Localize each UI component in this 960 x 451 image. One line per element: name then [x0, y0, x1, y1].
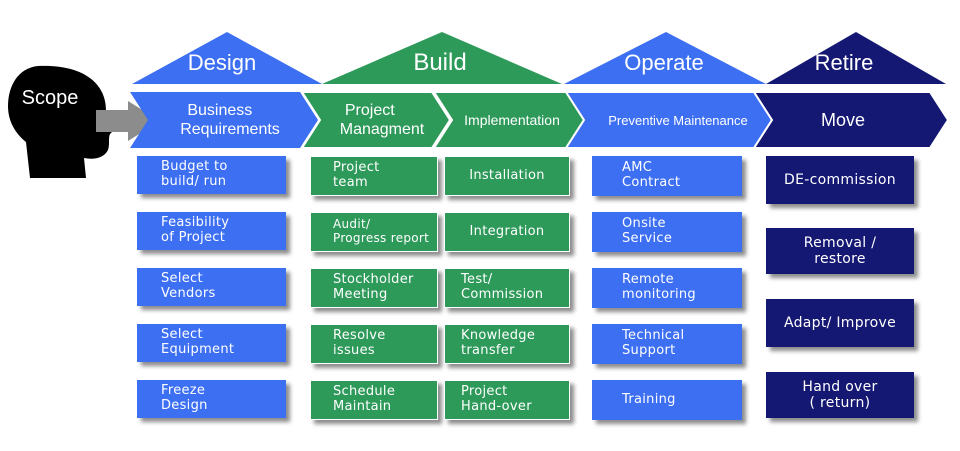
operate-item-5: Training: [592, 380, 742, 420]
stage-chevron-project-managment: [300, 91, 452, 149]
retire-item-3: Adapt/ Improve: [766, 299, 914, 347]
phase-roof-design: [132, 32, 322, 84]
design-item-2: Feasibility of Project: [137, 212, 286, 250]
implementation-item-5: Project Hand-over: [444, 380, 570, 420]
design-item-5: Freeze Design: [137, 380, 286, 418]
stage-chevron-move: [752, 91, 950, 149]
project-item-4: Resolve issues: [310, 324, 438, 364]
stage-label-business-line2: Requirements: [180, 121, 280, 138]
stage-chevron-business-requirements: [130, 92, 318, 148]
stage-label-project-managment: Project Managment: [340, 102, 425, 138]
phase-roof-retire: [766, 32, 946, 84]
design-item-3: Select Vendors: [137, 268, 286, 306]
retire-item-1: DE-commission: [766, 156, 914, 204]
design-item-4: Select Equipment: [137, 324, 286, 362]
scope-label: Scope: [22, 87, 79, 109]
phase-label-build: Build: [413, 49, 466, 76]
phase-label-operate: Operate: [624, 50, 704, 75]
phase-label-design: Design: [188, 50, 256, 75]
operate-item-4: Technical Support: [592, 324, 742, 364]
implementation-item-3: Test/ Commission: [444, 268, 570, 308]
phase-label-retire: Retire: [815, 50, 874, 75]
stage-label-implementation: Implementation: [464, 112, 560, 128]
implementation-item-2: Integration: [444, 212, 570, 252]
stage-label-preventive-maintenance: Preventive Maintenance: [608, 113, 747, 128]
phase-roof-build: [322, 32, 562, 84]
scope-head-icon: [8, 65, 115, 178]
retire-item-2: Removal / restore: [766, 228, 914, 274]
project-item-3: Stockholder Meeting: [310, 268, 438, 308]
stage-label-business-requirements: Business Requirements: [180, 102, 280, 138]
stage-label-move: Move: [821, 110, 865, 130]
operate-item-2: Onsite Service: [592, 212, 742, 252]
project-item-2: Audit/ Progress report: [310, 212, 438, 252]
operate-item-1: AMC Contract: [592, 156, 742, 196]
stage-label-project-line2: Managment: [340, 121, 425, 138]
stage-label-business-line1: Business: [187, 102, 252, 119]
implementation-item-1: Installation: [444, 156, 570, 196]
retire-item-4: Hand over ( return): [766, 372, 914, 418]
design-item-1: Budget to build/ run: [137, 156, 286, 194]
implementation-item-4: Knowledge transfer: [444, 324, 570, 364]
operate-item-3: Remote monitoring: [592, 268, 742, 308]
project-item-5: Schedule Maintain: [310, 380, 438, 420]
project-item-1: Project team: [310, 156, 438, 196]
phase-roof-operate: [564, 32, 766, 84]
stage-label-project-line1: Project: [345, 102, 395, 119]
